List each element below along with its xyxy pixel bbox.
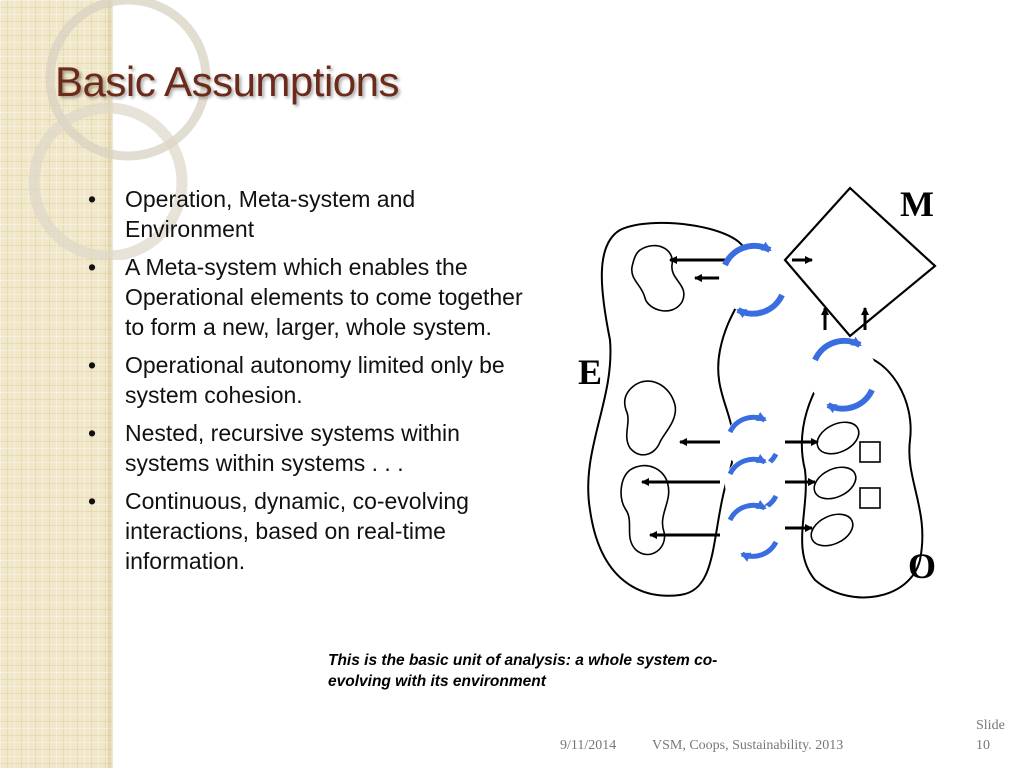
vsm-diagram: M E O <box>578 184 937 599</box>
footer-date: 9/11/2014 <box>560 738 617 753</box>
operation-unit-2 <box>813 466 857 500</box>
decorative-ring-large <box>45 0 211 161</box>
side-pattern-shadow <box>108 0 114 768</box>
bullet-dot: • <box>88 254 97 280</box>
decorative-rings <box>28 0 211 260</box>
bullet-dot: • <box>88 352 97 378</box>
operation-unit-1 <box>816 421 860 455</box>
label-environment: E <box>578 352 602 392</box>
label-metasystem: M <box>900 184 934 224</box>
bullet-text: Continuous, dynamic, co-evolving interac… <box>125 488 469 574</box>
bullet-item: • Continuous, dynamic, co-evolving intera… <box>88 486 528 576</box>
bullet-text: Operation, Meta-system and Environment <box>125 186 416 242</box>
management-box-1 <box>859 441 881 463</box>
bullet-dot: • <box>88 420 97 446</box>
bullet-text: Operational autonomy limited only be sys… <box>125 352 505 408</box>
environment-blob-mid <box>623 380 677 456</box>
environment-blob-low <box>620 464 670 556</box>
blue-cycle-top <box>719 241 787 319</box>
bullet-text: A Meta-system which enables the Operatio… <box>125 254 523 340</box>
blue-cycle-middle <box>809 336 877 414</box>
environment-blob-top <box>631 244 685 312</box>
label-operations: O <box>908 546 936 586</box>
diagram-caption: This is the basic unit of analysis: a wh… <box>328 652 718 690</box>
slide-title: Basic Assumptions <box>55 58 400 105</box>
bullet-list: •Operation, Meta-system and Environment … <box>88 184 528 584</box>
bullet-dot: • <box>88 186 97 212</box>
metasystem-diamond <box>783 186 937 338</box>
operations-outline <box>800 353 924 599</box>
management-box-2 <box>859 487 881 509</box>
bullet-item: • Operation, Meta-system and Environment <box>88 184 528 244</box>
bullet-text: Nested, recursive systems within systems… <box>125 420 460 476</box>
operation-unit-3 <box>810 513 854 547</box>
bullet-item: • Nested, recursive systems within system… <box>88 418 528 478</box>
footer-text: VSM, Coops, Sustainability. 2013 <box>652 738 844 753</box>
bullet-dot: • <box>88 488 97 514</box>
bullet-item: • Operational autonomy limited only be sy… <box>88 350 528 410</box>
blue-cycle-op3 <box>725 499 781 562</box>
decorative-ring-small <box>28 102 188 260</box>
bullet-item: • A Meta-system which enables the Operati… <box>88 252 528 342</box>
slide-number: Slide 10 <box>976 718 1005 753</box>
